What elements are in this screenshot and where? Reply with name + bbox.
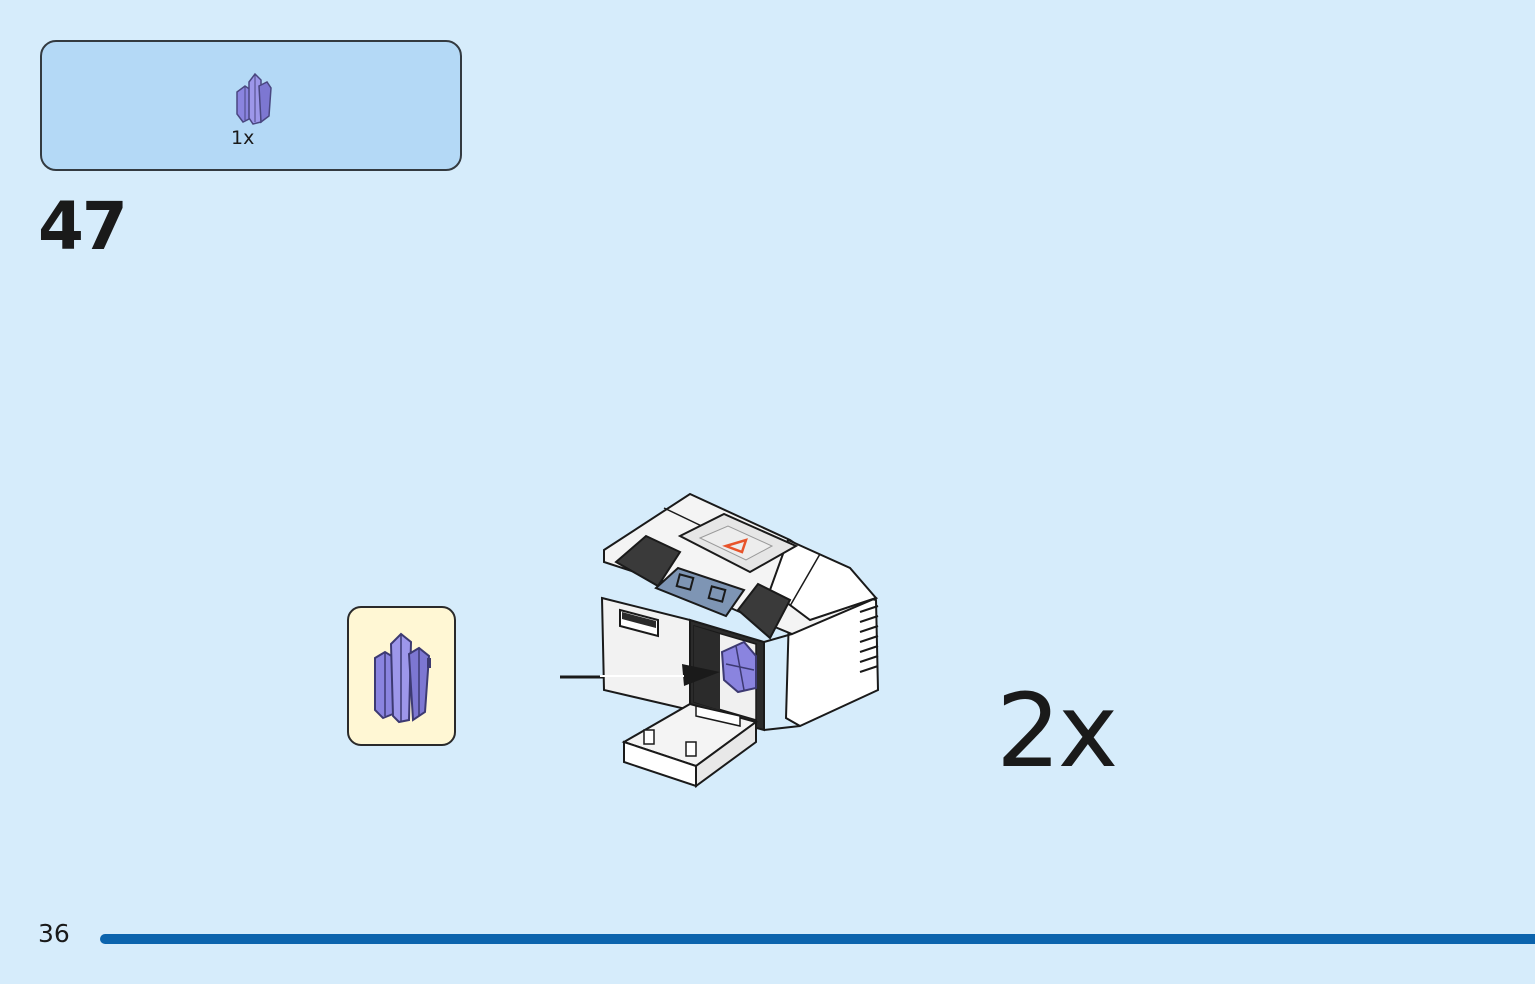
- parts-list-box: 1x: [40, 40, 462, 171]
- purple-crystal-icon: [374, 632, 431, 724]
- step-number: 47: [38, 188, 128, 265]
- model-assembly-illustration: [560, 492, 880, 788]
- page-progress-bar: [100, 934, 1535, 944]
- purple-crystal-icon: [236, 72, 272, 125]
- insert-arrow-icon: [682, 664, 720, 686]
- page-number: 36: [38, 919, 70, 948]
- sub-assembly-callout: [347, 606, 456, 746]
- build-multiplier: 2x: [996, 672, 1118, 791]
- arrow-marker-icon: [722, 538, 748, 554]
- part-quantity: 1x: [231, 127, 255, 149]
